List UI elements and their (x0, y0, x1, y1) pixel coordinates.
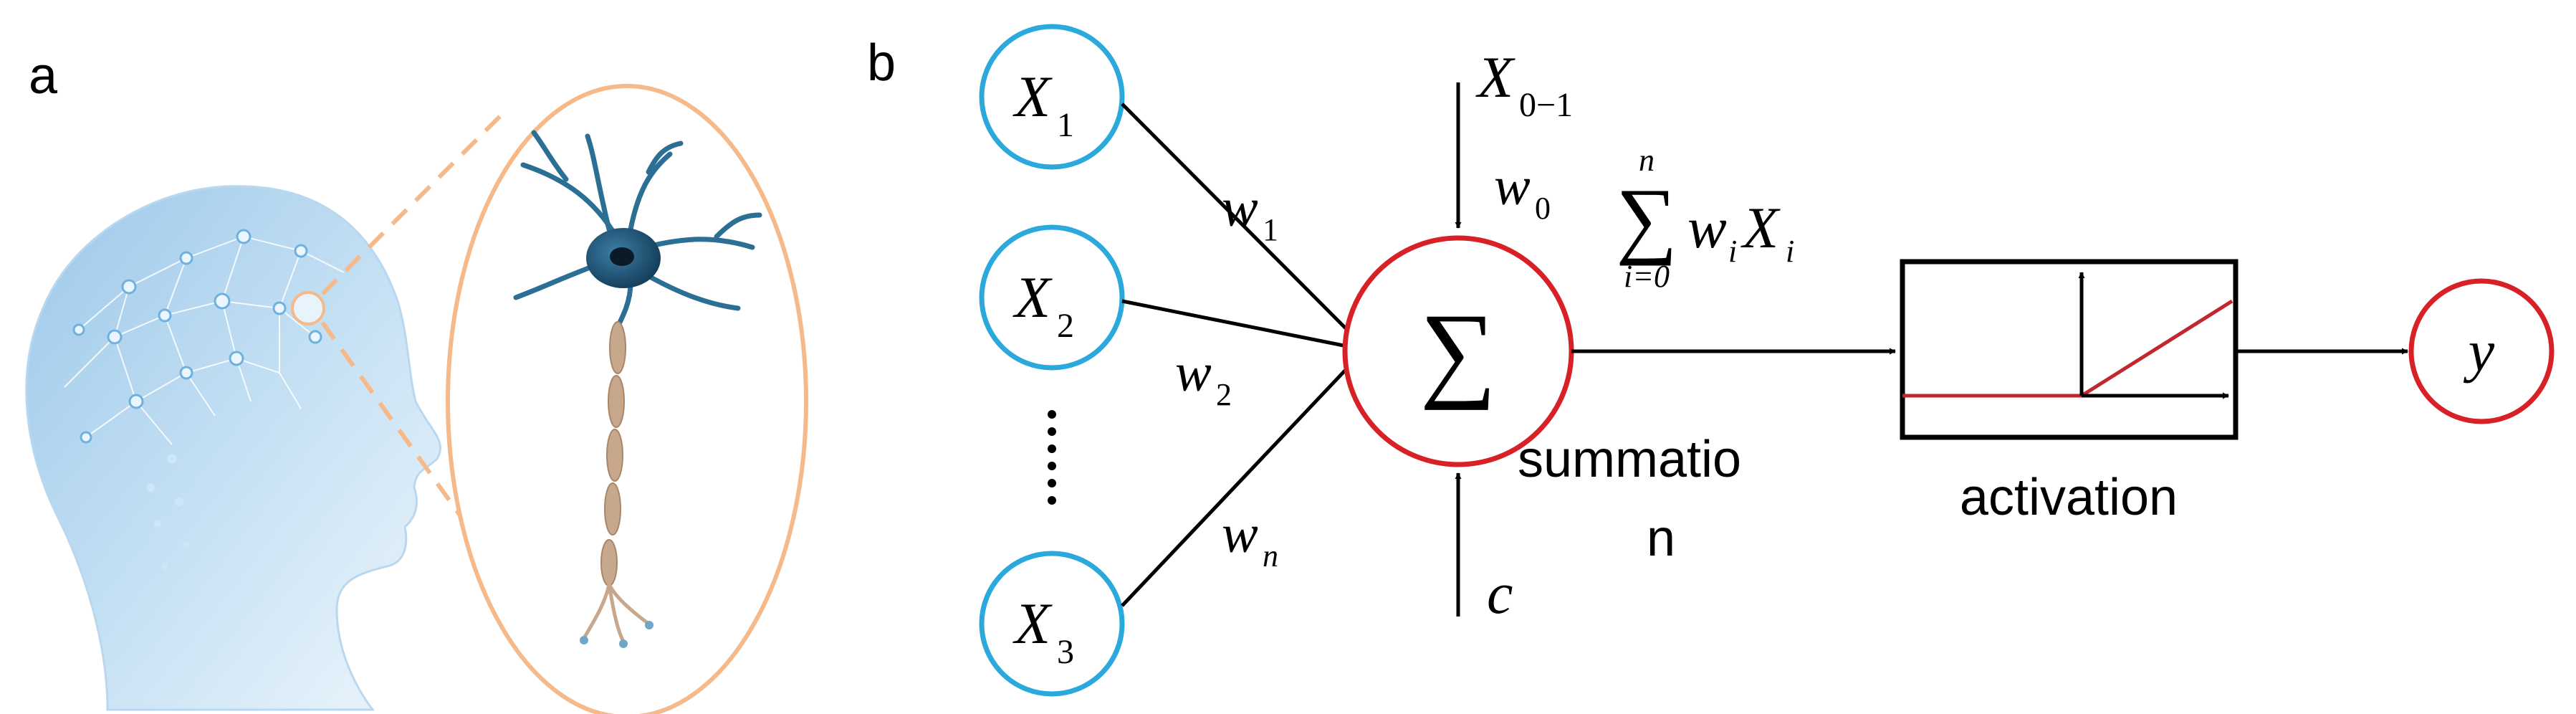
relu-ramp (2080, 299, 2233, 398)
svg-text:X: X (1012, 265, 1053, 330)
svg-text:1: 1 (1263, 212, 1278, 247)
summation-label-line2: n (1647, 510, 1675, 567)
panel-b-label: b (867, 34, 896, 92)
svg-text:X: X (1012, 591, 1053, 656)
svg-text:∑: ∑ (1616, 171, 1677, 266)
panel-a-label: a (29, 47, 58, 105)
svg-text:i: i (1728, 234, 1737, 269)
zoom-oval (446, 84, 808, 714)
bias-weight-w0: w 0 (1494, 156, 1551, 226)
summation-label-line1: summatio (1518, 431, 1741, 488)
svg-text:w: w (1222, 504, 1258, 564)
input-node-x3: X 3 (979, 551, 1125, 697)
bias-input-label: X 0−1 (1475, 44, 1573, 124)
svg-text:n: n (1263, 538, 1278, 573)
svg-text:X: X (1741, 195, 1781, 260)
input-arrows (1121, 103, 1359, 607)
svg-text:y: y (2464, 318, 2495, 384)
svg-text:2: 2 (1216, 377, 1232, 412)
svg-text:n: n (1639, 143, 1655, 178)
activation-box (1900, 259, 2239, 440)
svg-text:3: 3 (1057, 633, 1074, 671)
svg-text:X: X (1012, 64, 1053, 129)
output-node-y: y (2408, 278, 2555, 424)
svg-text:w: w (1687, 195, 1727, 260)
input-node-x2: X 2 (979, 224, 1125, 371)
svg-text:i=0: i=0 (1624, 259, 1670, 294)
constant-label: c (1487, 561, 1513, 626)
ellipsis-dots (1048, 410, 1056, 505)
weight-wn: w n (1222, 504, 1278, 573)
svg-text:w: w (1494, 156, 1531, 216)
activation-label: activation (1960, 469, 2178, 526)
svg-text:i: i (1786, 234, 1794, 269)
input-node-x1: X 1 (979, 24, 1125, 170)
weight-w2: w 2 (1175, 343, 1232, 412)
summation-formula: n ∑ i=0 w i X i (1616, 143, 1794, 294)
head-illustration (25, 185, 441, 711)
weight-w1: w 1 (1222, 178, 1278, 247)
svg-text:2: 2 (1057, 307, 1074, 345)
neuron-illustration (513, 130, 762, 648)
svg-text:w: w (1175, 343, 1212, 403)
svg-text:0−1: 0−1 (1519, 86, 1573, 124)
svg-text:1: 1 (1057, 106, 1074, 144)
summation-node: ∑ (1342, 235, 1574, 467)
svg-text:X: X (1475, 44, 1516, 110)
svg-text:0: 0 (1535, 191, 1551, 226)
svg-text:w: w (1222, 178, 1258, 238)
focus-point (291, 291, 325, 325)
sum-symbol: ∑ (1420, 292, 1497, 411)
zoom-lines (320, 113, 504, 575)
